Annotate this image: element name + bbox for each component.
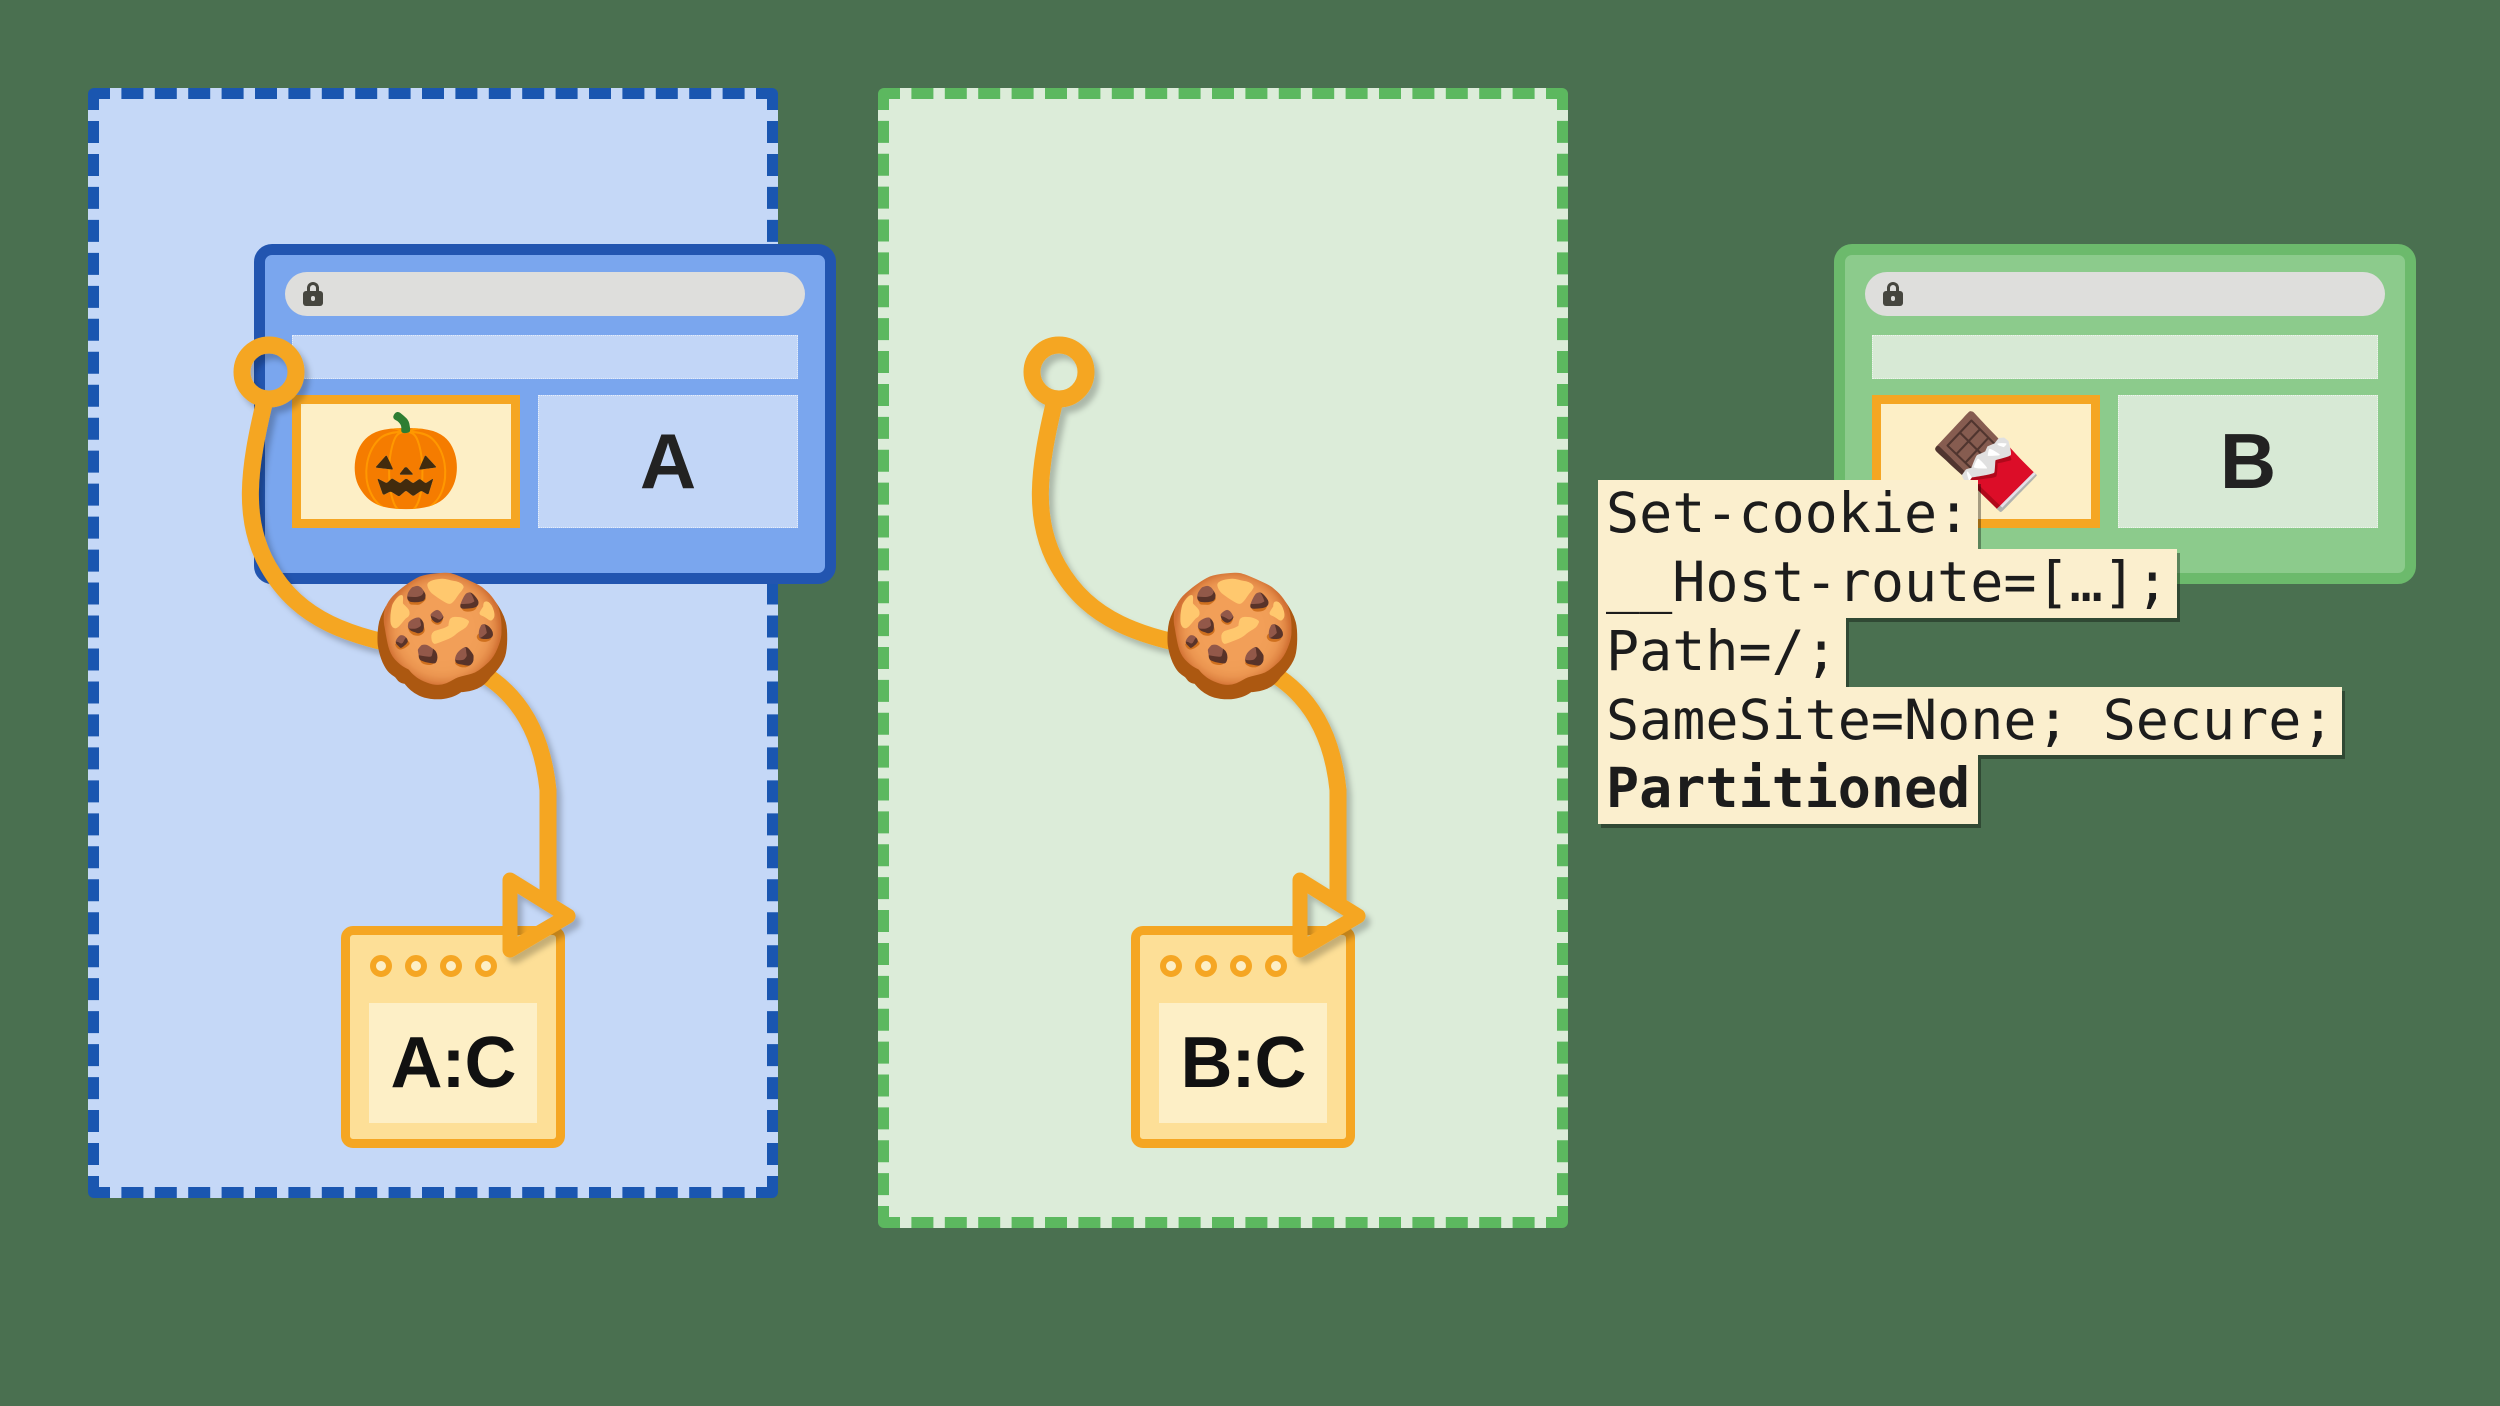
page-hero-block-b: [1872, 335, 2378, 379]
partitioned-storage-b: B:C: [1131, 926, 1355, 1148]
partitioned-storage-a: A:C: [341, 926, 565, 1148]
storage-dot: [370, 955, 392, 977]
cookie-icon: 🍪: [1159, 570, 1306, 702]
storage-dot: [1195, 955, 1217, 977]
storage-dots-b: [1140, 935, 1346, 977]
browser-window-a: 🎃 A: [254, 244, 836, 584]
lock-icon: [1883, 282, 1903, 306]
storage-dot: [405, 955, 427, 977]
code-line: __Host-route=[…];: [1598, 548, 2177, 618]
storage-dots-a: [350, 935, 556, 977]
storage-label-a: A:C: [369, 1003, 537, 1123]
embedded-iframe-b[interactable]: 🍫: [1872, 395, 2100, 528]
storage-dot: [1160, 955, 1182, 977]
code-line-partitioned: Partitioned: [1598, 755, 1979, 825]
site-letter-a: A: [538, 395, 798, 528]
cookie-icon: 🍪: [369, 570, 516, 702]
set-cookie-header: Set-cookie: __Host-route=[…]; Path=/; Sa…: [1598, 480, 2343, 825]
page-hero-block-a: [292, 335, 798, 379]
url-bar-b[interactable]: [1865, 272, 2385, 316]
page-content-row-b: 🍫 B: [1872, 395, 2378, 528]
storage-dot: [1230, 955, 1252, 977]
storage-dot: [475, 955, 497, 977]
lock-icon: [303, 282, 323, 306]
code-line: Path=/;: [1598, 617, 1846, 687]
page-content-row-a: 🎃 A: [292, 395, 798, 528]
url-bar-a[interactable]: [285, 272, 805, 316]
site-letter-b: B: [2118, 395, 2378, 528]
code-line: Set-cookie:: [1598, 480, 1979, 549]
storage-dot: [1265, 955, 1287, 977]
embedded-iframe-a[interactable]: 🎃: [292, 395, 520, 528]
code-line: SameSite=None; Secure;: [1598, 686, 2343, 756]
storage-dot: [440, 955, 462, 977]
jack-o-lantern-icon: 🎃: [348, 410, 464, 513]
storage-label-b: B:C: [1159, 1003, 1327, 1123]
